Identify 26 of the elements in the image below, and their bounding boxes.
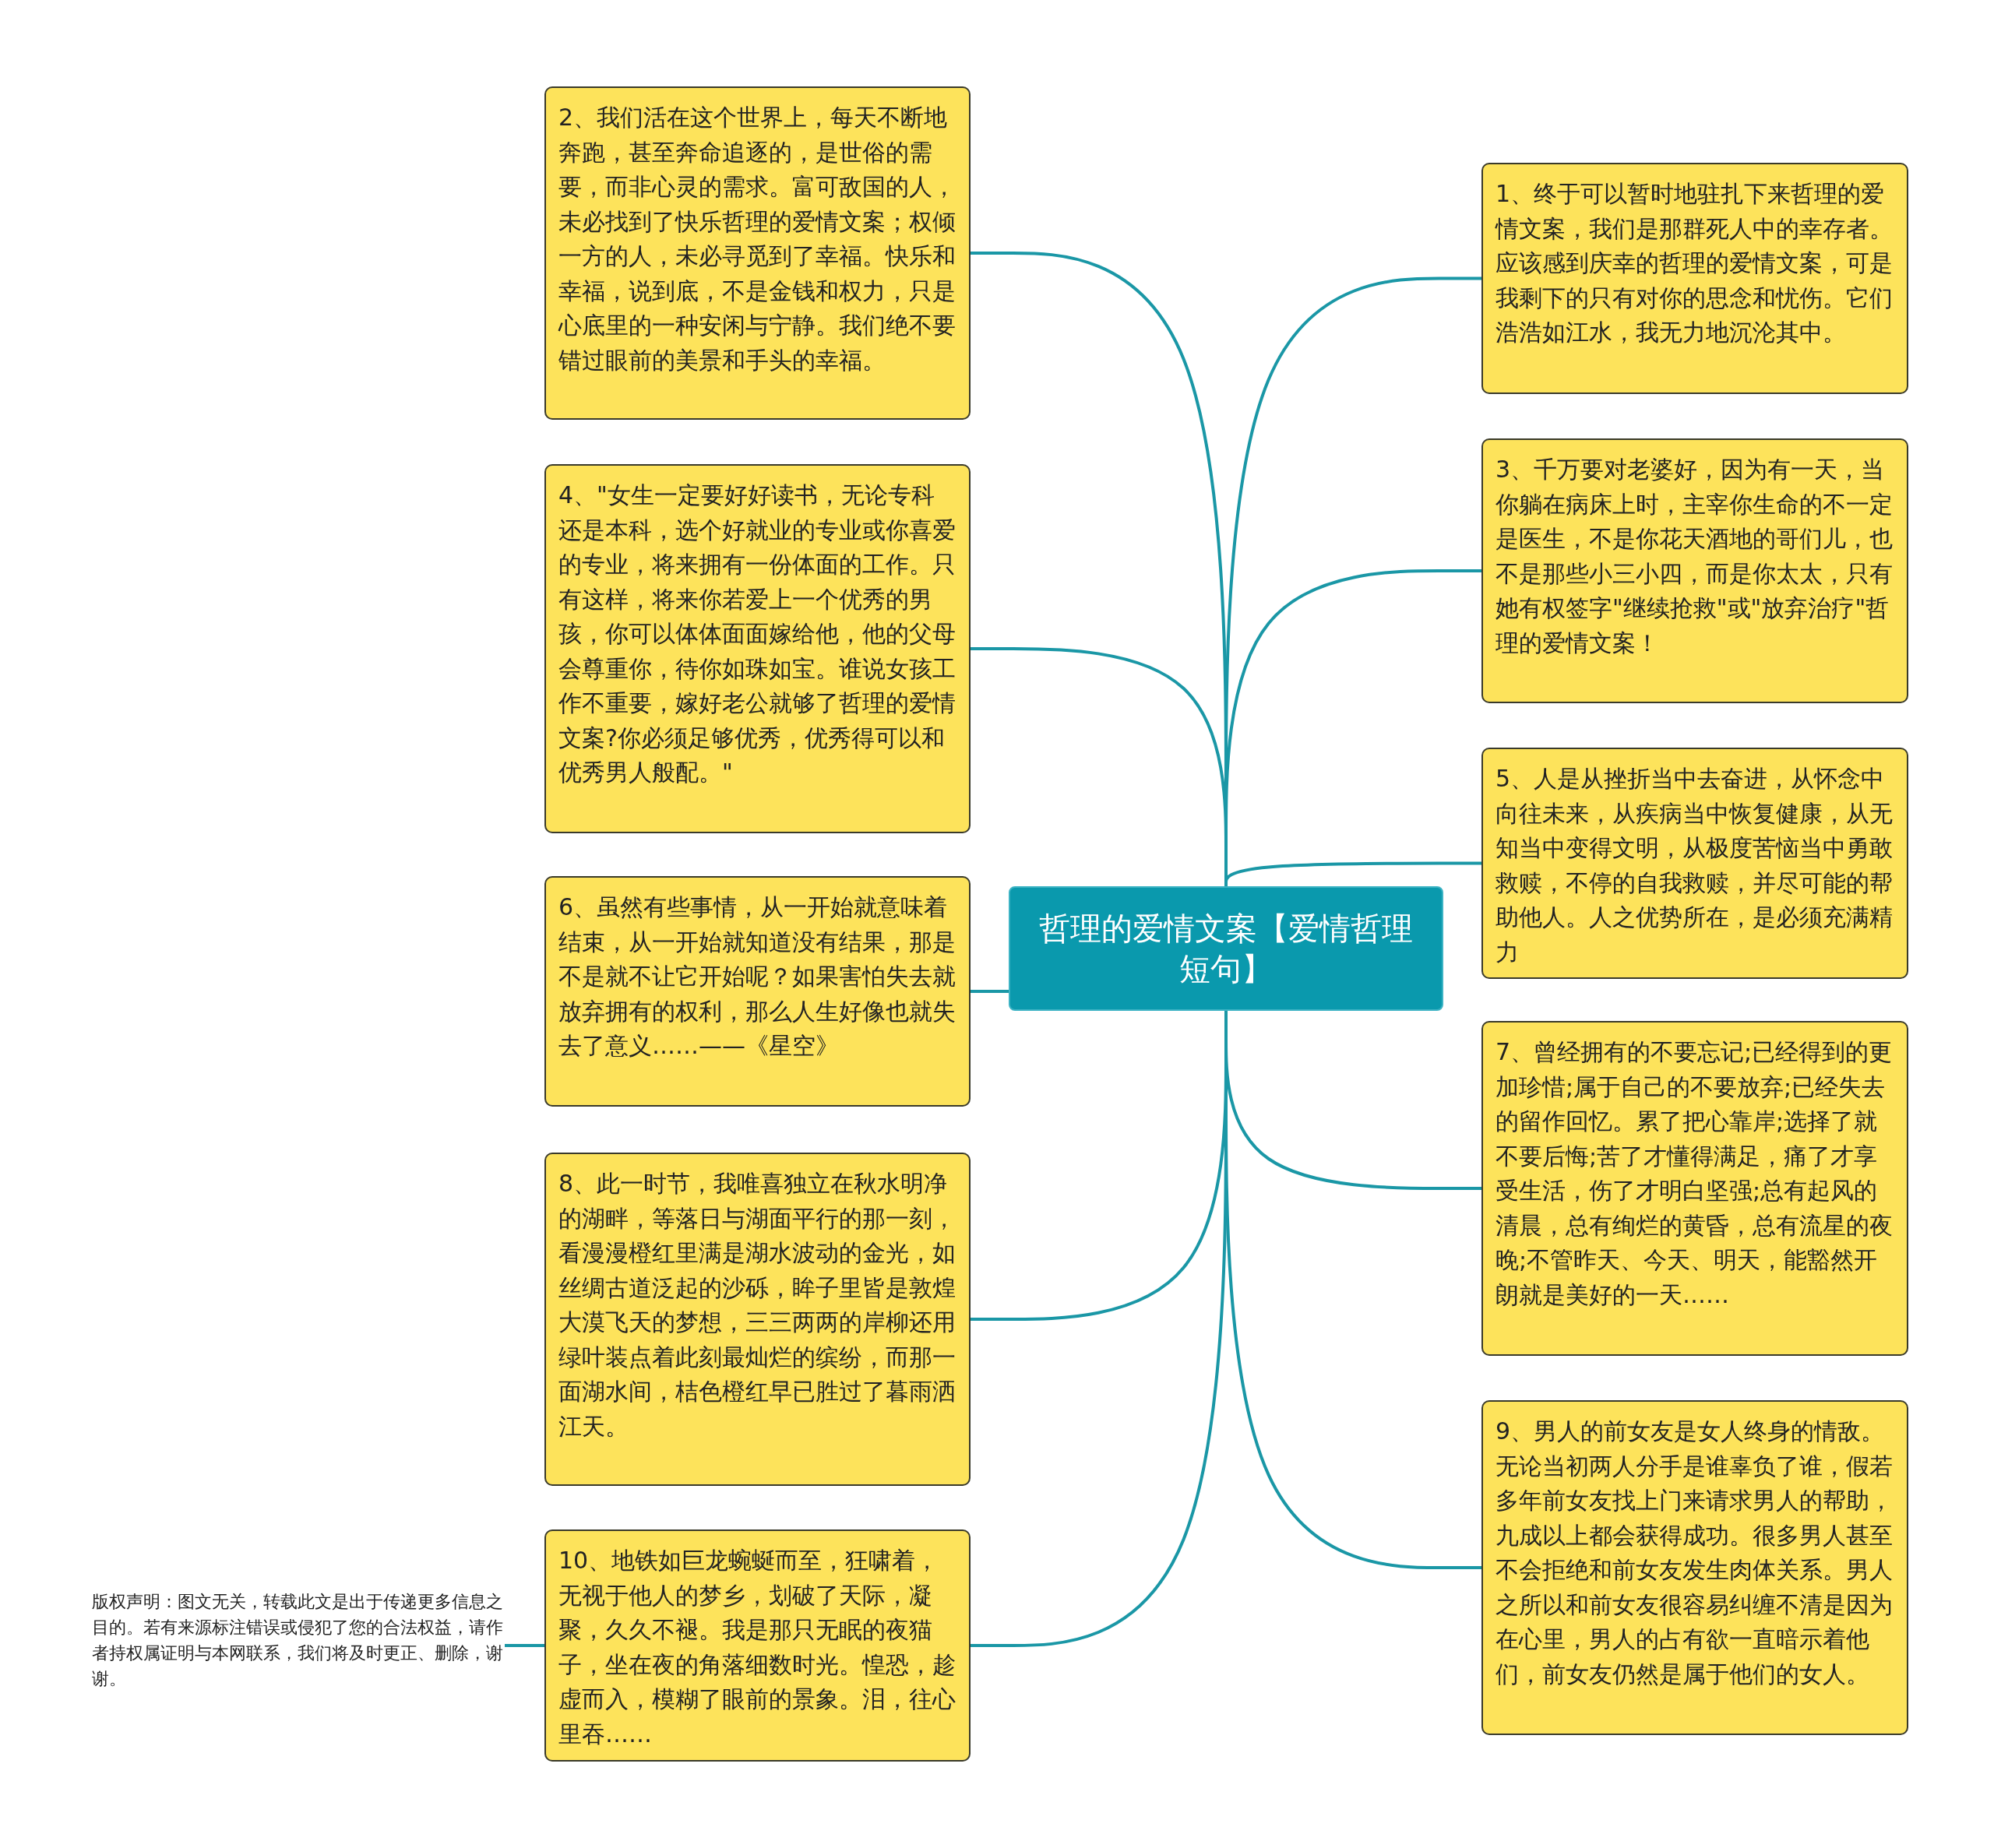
- connector-line: [505, 1644, 544, 1647]
- text-card: [544, 876, 971, 1107]
- text-card: [544, 1529, 971, 1762]
- connector-line: [1224, 861, 1481, 886]
- note-text: 10、地铁如巨龙蜿蜒而至，狂啸着，无视于他人的梦乡，划破了天际，凝聚，久久不褪。我是那只无眠的夜猫子，坐在夜的角落细数时光。惶恐，趁虚而入，模糊了眼前的景象。泪，往心里吞……: [558, 1546, 956, 1749]
- note-text: 6、虽然有些事情，从一开始就意味着结束，从一开始就知道没有结果，那是不是就不让它开始呢？如果害怕失去就放弃拥有的权利，那么人生好像也就失去了意义……——《星空》: [558, 892, 956, 1061]
- text-card: [544, 1153, 971, 1486]
- note-text: 3、千万要对老婆好，因为有一天，当你躺在病床上时，主宰你生命的不一定是医生，不是你花天酒地的哥们儿，也不是那些小三小四，而是你太太，只有她有权签字"继续抢救"或"放弃治疗"哲理的爱情文案！: [1496, 455, 1894, 658]
- connector-line: [971, 990, 1009, 993]
- copyright-notice: 版权声明：图文无关，转载此文是出于传递更多信息之目的。若有来源标注错误或侵犯了您的合法权益，请作者持权属证明与本网联系，我们将及时更正、删除，谢谢。: [92, 1589, 505, 1705]
- note-text: 9、男人的前女友是女人终身的情敌。无论当初两人分手是谁辜负了谁，假若多年前女友找上门来请求男人的帮助，九成以上都会获得成功。很多男人甚至不会拒绝和前女友发生肉体关系。男人之所以和前女友很容易纠缠不清是因为在心里，男人的占有欲一直暗示着他们，前女友仍然是属于他们的女人。: [1496, 1417, 1894, 1689]
- note-text: 1、终于可以暂时地驻扎下来哲理的爱情文案，我们是那群死人中的幸存者。应该感到庆幸的哲理的爱情文案，可是我剩下的只有对你的思念和忧伤。它们浩浩如江水，我无力地沉沦其中。: [1496, 179, 1894, 347]
- note-text: 2、我们活在这个世界上，每天不断地奔跑，甚至奔命追逐的，是世俗的需要，而非心灵的需求。富可敌国的人，未必找到了快乐哲理的爱情文案；权倾一方的人，未必寻觅到了幸福。快乐和幸福，说到底，不是金钱和权力，只是心底里的一种安闲与宁静。我们绝不要错过眼前的美景和手头的幸福。: [558, 103, 956, 375]
- note-text: 4、"女生一定要好好读书，无论专科还是本科，选个好就业的专业或你喜爱的专业，将来拥有一份体面的工作。只有这样，将来你若爱上一个优秀的男孩，你可以体体面面嫁给他，他的父母会尊重你，待你如珠如宝。谁说女孩工作不重要，嫁好老公就够了哲理的爱情文案?你必须足够优秀，优秀得可以和优秀男人般配。": [558, 480, 956, 787]
- note-text: 8、此一时节，我唯喜独立在秋水明净的湖畔，等落日与湖面平行的那一刻，看漫漫橙红里满是湖水波动的金光，如丝绸古道泛起的沙砾，眸子里皆是敦煌大漠飞天的梦想，三三两两的岸柳还用绿叶装点着此刻最灿烂的缤纷，而那一面湖水间，桔色橙红早已胜过了暮雨洒江天。: [558, 1169, 956, 1441]
- text-card: [1481, 748, 1908, 979]
- note-text: 5、人是从挫折当中去奋进，从怀念中向往未来，从疾病当中恢复健康，从无知当中变得文明，从极度苦恼当中勇敢救赎，不停的自我救赎，并尽可能的帮助他人。人之优势所在，是必须充满精力: [1496, 764, 1894, 967]
- central-topic-box: [1009, 886, 1443, 1011]
- topic-title: 哲理的爱情文案【爱情哲理短句】: [1038, 910, 1414, 988]
- text-card: [1481, 1021, 1908, 1356]
- note-text: 7、曾经拥有的不要忘记;已经得到的更加珍惜;属于自己的不要放弃;已经失去的留作回忆。累了把心靠岸;选择了就不要后悔;苦了才懂得满足，痛了才享受生活，伤了才明白坚强;总有起风的清晨，总有绚烂的黄昏，总有流星的夜晚;不管昨天、今天、明天，能豁然开朗就是美好的一天……: [1496, 1037, 1894, 1310]
- text-card: [1481, 438, 1908, 703]
- text-card: [1481, 1400, 1908, 1735]
- text-card: [1481, 163, 1908, 394]
- text-card: [544, 464, 971, 833]
- text-card: [544, 86, 971, 420]
